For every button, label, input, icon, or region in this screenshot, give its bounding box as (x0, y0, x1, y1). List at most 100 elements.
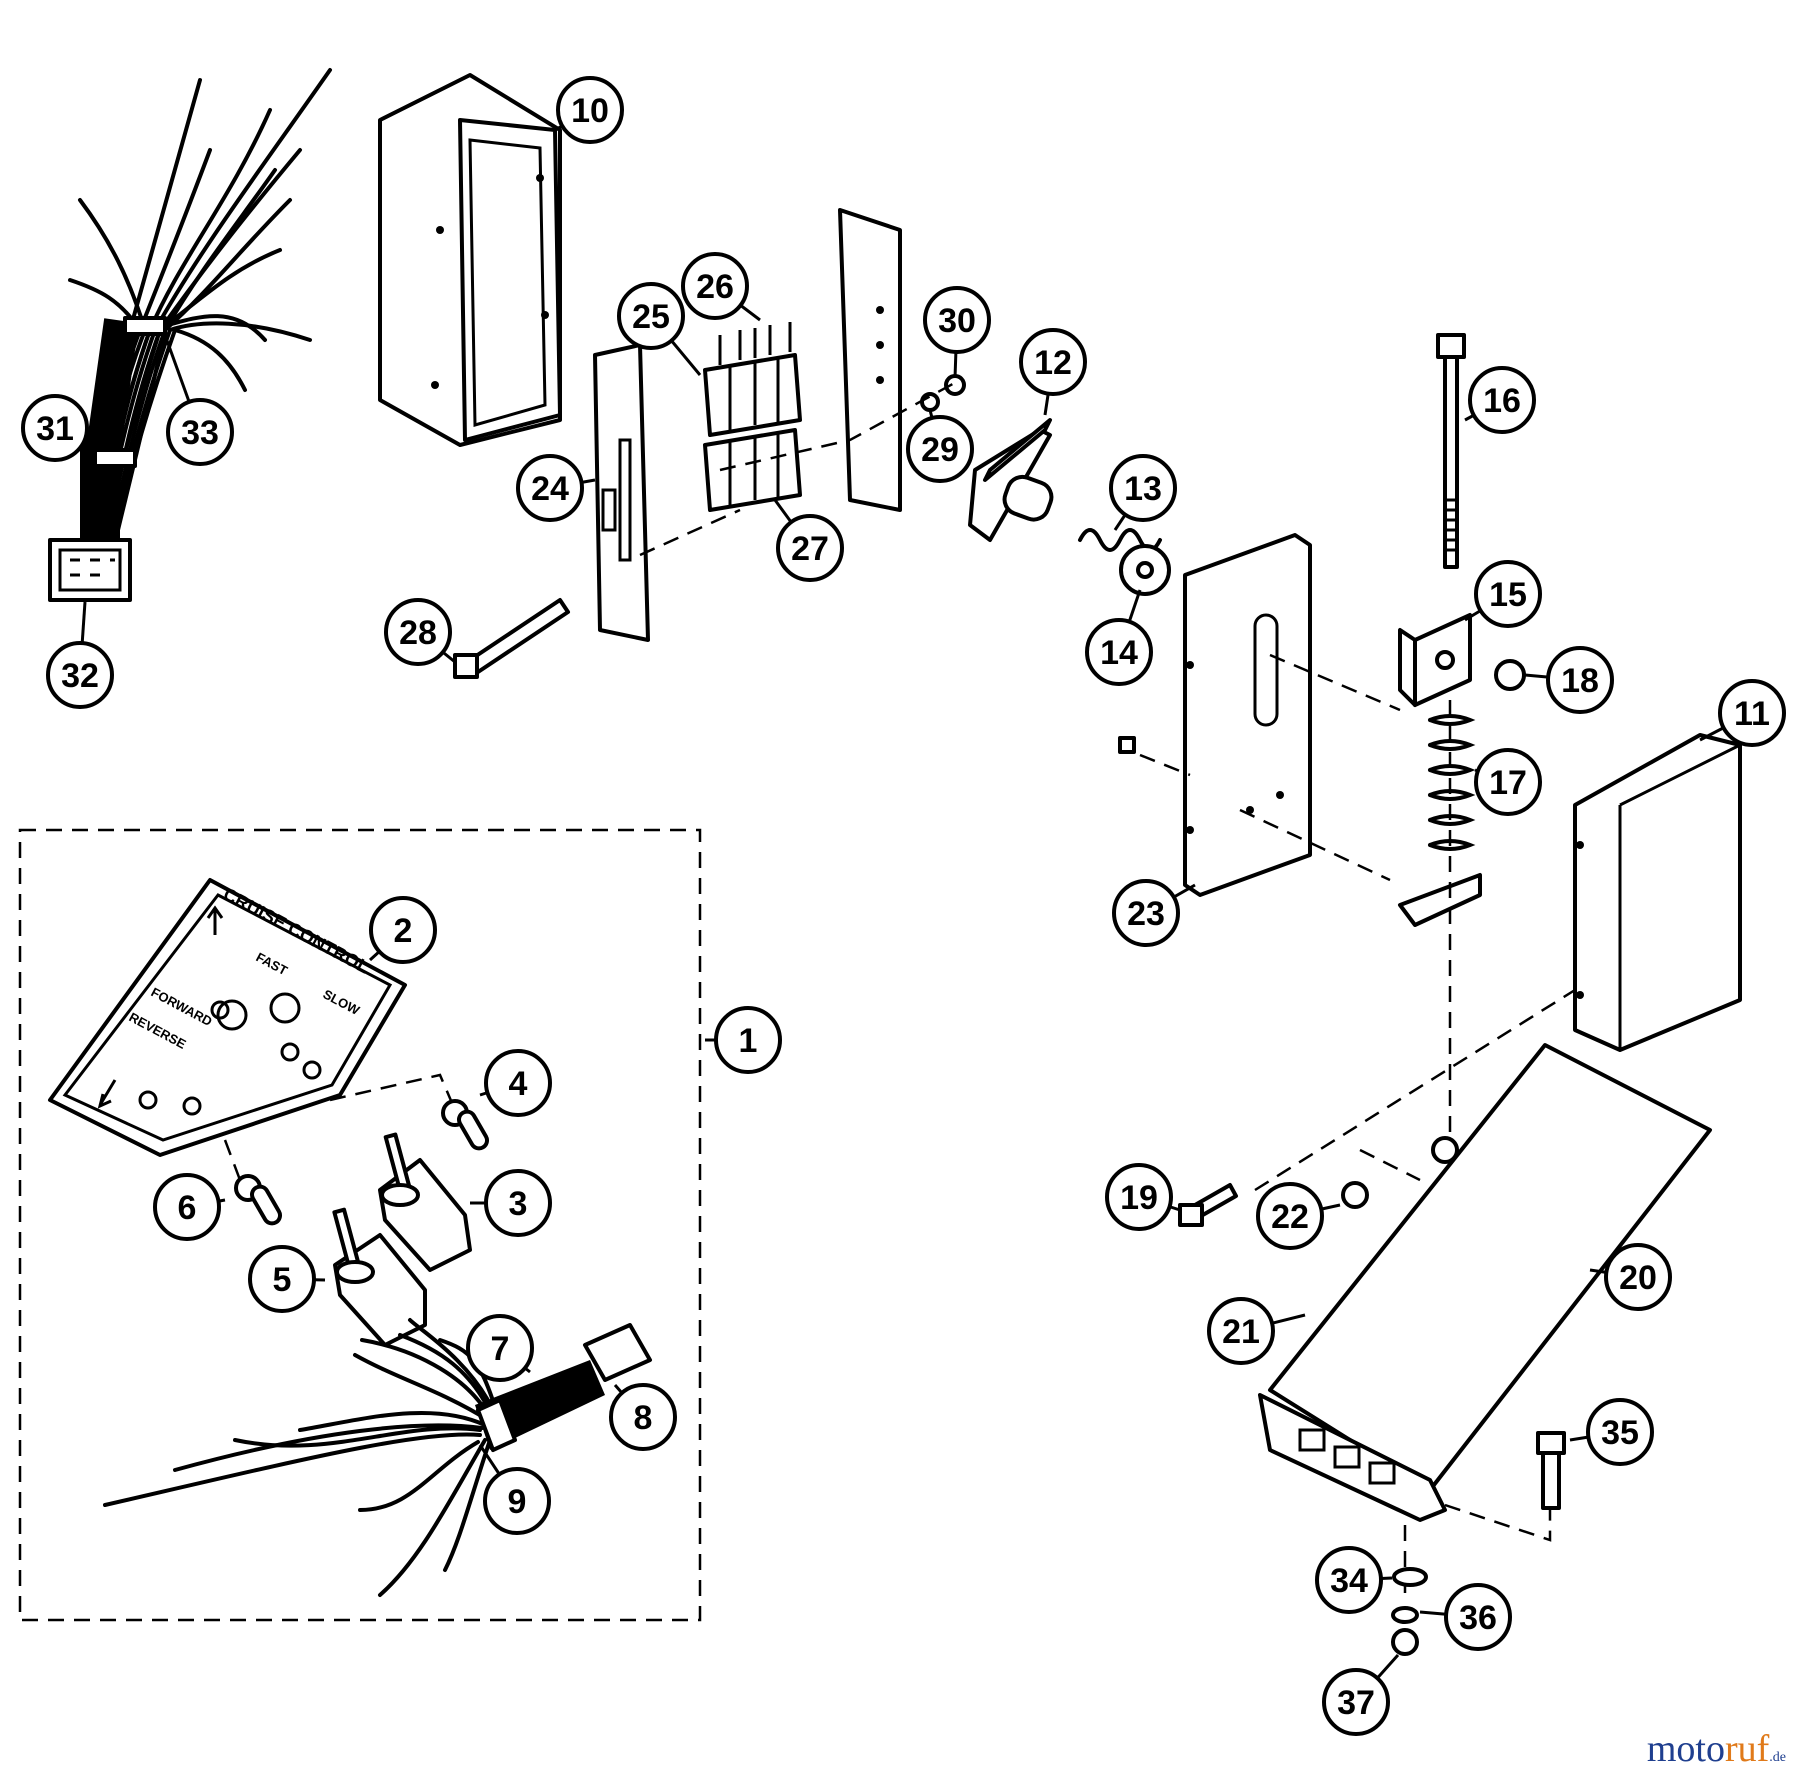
callout-37: 37 (1322, 1654, 1400, 1736)
washer-36 (1391, 1606, 1419, 1624)
callout-circle-25 (617, 282, 685, 350)
callout-9: 9 (478, 1444, 551, 1535)
callout-layer: 1234567891011121314151617181920212223242… (21, 76, 1786, 1736)
callout-circle-29 (906, 415, 974, 483)
bracket-15 (1398, 613, 1472, 707)
callout-label-21: 21 (1222, 1313, 1260, 1351)
callout-label-11: 11 (1734, 695, 1770, 733)
nut-22 (1341, 1181, 1369, 1209)
callout-circle-14 (1085, 618, 1153, 686)
callout-label-13: 13 (1124, 470, 1162, 508)
housing-box-10 (378, 73, 562, 447)
callout-label-24: 24 (531, 470, 569, 508)
callout-34: 34 (1315, 1546, 1393, 1614)
callout-6: 6 (153, 1173, 226, 1241)
callout-circle-7 (466, 1314, 534, 1382)
callout-4: 4 (479, 1049, 552, 1117)
watermark-logo: motoruf.de (1646, 1728, 1786, 1770)
spring-17 (1428, 714, 1476, 851)
control-panel-2: CRUISE CONTROL FORWARD FAST SLOW REVERSE (48, 878, 407, 1157)
callout-circle-30 (923, 286, 991, 354)
pedal-20-21 (1258, 1043, 1712, 1522)
callout-5: 5 (248, 1245, 326, 1313)
callout-label-31: 31 (36, 410, 74, 448)
callout-label-25: 25 (632, 298, 670, 336)
kit-boundary-box (18, 828, 702, 1622)
callout-circle-20 (1604, 1243, 1672, 1311)
callout-label-36: 36 (1459, 1599, 1497, 1637)
callout-label-6: 6 (178, 1189, 197, 1227)
callout-circle-34 (1315, 1546, 1383, 1614)
callout-label-27: 27 (791, 530, 829, 568)
callout-label-29: 29 (921, 431, 959, 469)
toggle-switch-3 (378, 1132, 472, 1272)
washer-nut-29-30 (920, 374, 966, 412)
callout-label-32: 32 (61, 657, 99, 695)
callout-circle-21 (1207, 1297, 1275, 1365)
callout-circle-36 (1444, 1583, 1512, 1651)
callout-28: 28 (384, 598, 456, 666)
callout-label-4: 4 (509, 1065, 528, 1103)
callout-circle-31 (21, 394, 89, 462)
indicator-lamp-4 (441, 1099, 489, 1151)
callout-22: 22 (1256, 1182, 1341, 1250)
callout-20: 20 (1589, 1243, 1672, 1311)
callout-label-22: 22 (1271, 1198, 1309, 1236)
nut-37 (1391, 1628, 1419, 1656)
callout-circle-22 (1256, 1182, 1324, 1250)
screw-19 (1178, 1183, 1238, 1227)
callout-25: 25 (617, 282, 702, 376)
callout-label-8: 8 (634, 1399, 653, 1437)
callout-11: 11 (1699, 679, 1786, 747)
callout-3: 3 (470, 1169, 552, 1237)
callout-label-34: 34 (1330, 1562, 1368, 1600)
cover-11 (1573, 733, 1742, 1052)
main-wiring-harness (48, 68, 332, 602)
callout-13: 13 (1109, 454, 1177, 531)
callout-30: 30 (923, 286, 991, 379)
callout-circle-11 (1718, 679, 1786, 747)
callout-29: 29 (906, 409, 974, 483)
callout-15: 15 (1464, 560, 1542, 628)
callout-12: 12 (1019, 328, 1087, 416)
bolt-16 (1436, 333, 1466, 569)
callout-circle-16 (1468, 366, 1536, 434)
callout-label-7: 7 (491, 1330, 510, 1368)
callout-label-1: 1 (739, 1022, 758, 1060)
callout-circle-37 (1322, 1668, 1390, 1736)
micro-switches (703, 322, 802, 512)
callout-circle-6 (153, 1173, 221, 1241)
callout-label-20: 20 (1619, 1259, 1657, 1297)
callout-19: 19 (1105, 1163, 1181, 1231)
washer-18 (1494, 659, 1526, 691)
callout-2: 2 (368, 896, 437, 964)
callout-label-16: 16 (1483, 382, 1521, 420)
callout-circle-32 (46, 641, 114, 709)
callout-circle-8 (609, 1383, 677, 1451)
callout-17: 17 (1474, 748, 1542, 816)
callout-36: 36 (1419, 1583, 1512, 1651)
callout-label-10: 10 (571, 92, 609, 130)
callout-1: 1 (705, 1006, 782, 1074)
callout-31: 31 (21, 394, 89, 462)
callout-35: 35 (1569, 1398, 1654, 1466)
callout-label-2: 2 (394, 912, 413, 950)
callout-circle-27 (776, 514, 844, 582)
callout-24: 24 (516, 454, 596, 522)
callout-label-23: 23 (1127, 895, 1165, 933)
callout-circle-28 (384, 598, 452, 666)
indicator-lamp-6 (234, 1174, 282, 1226)
callout-label-19: 19 (1120, 1179, 1158, 1217)
callout-circle-1 (714, 1006, 782, 1074)
callout-circle-3 (484, 1169, 552, 1237)
callout-label-17: 17 (1489, 764, 1527, 802)
callout-18: 18 (1524, 646, 1614, 714)
toggle-switch-5 (332, 1207, 427, 1347)
callout-label-15: 15 (1489, 576, 1527, 614)
callout-21: 21 (1207, 1297, 1306, 1365)
callout-23: 23 (1112, 879, 1196, 947)
callout-circle-33 (166, 398, 234, 466)
callout-circle-9 (483, 1467, 551, 1535)
callout-label-33: 33 (181, 414, 219, 452)
